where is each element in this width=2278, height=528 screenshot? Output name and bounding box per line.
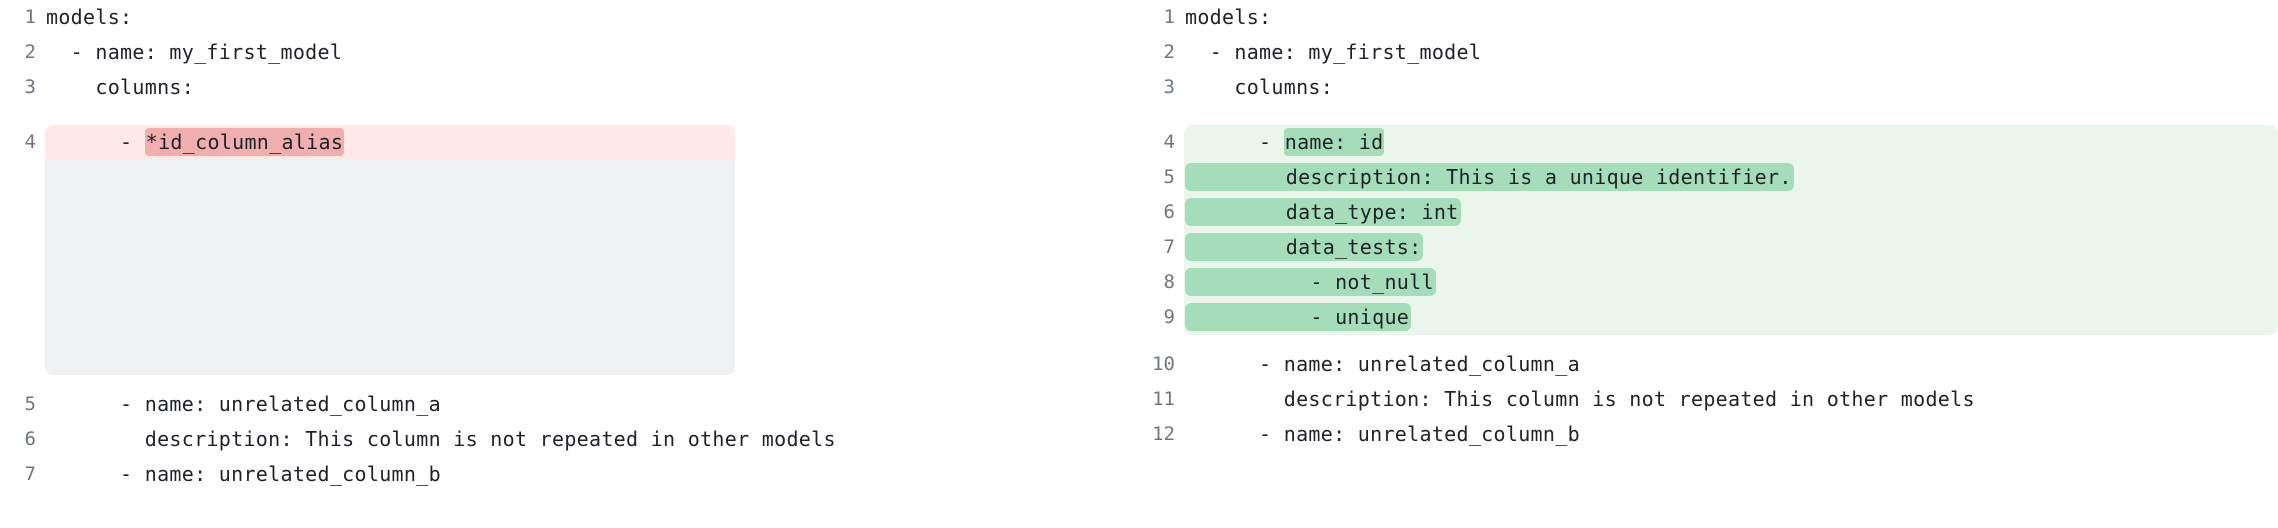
code-line[interactable]: 1 models: — [1139, 0, 2278, 35]
line-number: 2 — [24, 41, 36, 63]
code-text: - name: unrelated_column_a — [46, 392, 441, 416]
line-number: 2 — [1163, 41, 1175, 63]
line-number: 12 — [1152, 423, 1175, 445]
line-number: 6 — [1163, 201, 1175, 223]
added-hunk-background — [1184, 125, 2278, 335]
line-number: 9 — [1163, 306, 1175, 328]
code-text: - name: unrelated_column_b — [1185, 422, 1580, 446]
code-line[interactable]: 11 description: This column is not repea… — [1139, 382, 2278, 417]
line-number: 5 — [1163, 166, 1175, 188]
added-word-highlight: description: This is a unique identifier… — [1185, 163, 1794, 191]
code-line[interactable]: 3 columns: — [1139, 70, 2278, 105]
deleted-hunk-filler — [0, 340, 1139, 375]
code-line[interactable]: 12 - name: unrelated_column_b — [1139, 417, 2278, 452]
line-number: 11 — [1152, 388, 1175, 410]
code-text: - name: my_first_model — [1185, 40, 1482, 64]
deleted-hunk: 4 - *id_column_alias — [0, 125, 1139, 375]
code-line-deleted[interactable]: 4 - *id_column_alias — [0, 125, 1139, 160]
block-spacer — [1139, 335, 2278, 347]
code-text: columns: — [46, 75, 195, 99]
line-number: 8 — [1163, 271, 1175, 293]
code-line-added[interactable]: 6 data_type: int — [1139, 195, 2278, 230]
code-text: - unique — [1175, 300, 1412, 335]
added-word-highlight: data_type: int — [1185, 198, 1461, 226]
line-number: 4 — [24, 131, 36, 153]
code-text: columns: — [1185, 75, 1334, 99]
code-text: models: — [46, 5, 133, 29]
line-number: 3 — [24, 76, 36, 98]
code-line[interactable]: 7 - name: unrelated_column_b — [0, 457, 1139, 492]
code-line-added[interactable]: 4 - name: id — [1139, 125, 2278, 160]
code-line[interactable]: 2 - name: my_first_model — [1139, 35, 2278, 70]
code-text: data_type: int — [1175, 195, 1461, 230]
added-word-highlight: - not_null — [1185, 268, 1436, 296]
line-number: 1 — [1163, 6, 1175, 28]
added-word-highlight: - unique — [1185, 303, 1412, 331]
code-text: - name: unrelated_column_a — [1185, 352, 1580, 376]
code-indent: - — [1185, 130, 1284, 154]
diff-pane-before: 1 models: 2 - name: my_first_model 3 col… — [0, 0, 1139, 492]
code-line[interactable]: 5 - name: unrelated_column_a — [0, 387, 1139, 422]
code-text: - name: my_first_model — [46, 40, 343, 64]
code-line[interactable]: 10 - name: unrelated_column_a — [1139, 347, 2278, 382]
code-text: - name: unrelated_column_b — [46, 462, 441, 486]
code-line[interactable]: 3 columns: — [0, 70, 1139, 105]
added-hunk: 4 - name: id 5 description: This is a un… — [1139, 125, 2278, 335]
code-text: models: — [1185, 5, 1272, 29]
line-number: 7 — [1163, 236, 1175, 258]
code-line[interactable]: 6 description: This column is not repeat… — [0, 422, 1139, 457]
line-number: 5 — [24, 393, 36, 415]
line-number: 3 — [1163, 76, 1175, 98]
added-word-highlight: data_tests: — [1185, 233, 1424, 261]
code-line-added[interactable]: 5 description: This is a unique identifi… — [1139, 160, 2278, 195]
code-text: description: This column is not repeated… — [46, 427, 836, 451]
line-number: 6 — [24, 428, 36, 450]
line-number: 1 — [24, 6, 36, 28]
code-text: - *id_column_alias — [36, 125, 345, 160]
code-text: - name: id — [1175, 125, 1385, 160]
code-text: description: This is a unique identifier… — [1175, 160, 1794, 195]
code-line-added[interactable]: 8 - not_null — [1139, 265, 2278, 300]
deleted-hunk-background — [45, 125, 735, 375]
deleted-word-highlight: *id_column_alias — [144, 128, 345, 156]
code-line-added[interactable]: 9 - unique — [1139, 300, 2278, 335]
diff-pane-after: 1 models: 2 - name: my_first_model 3 col… — [1139, 0, 2278, 528]
code-line-added[interactable]: 7 data_tests: — [1139, 230, 2278, 265]
code-indent: - — [46, 130, 145, 154]
line-number: 4 — [1163, 131, 1175, 153]
added-word-highlight: name: id — [1283, 128, 1385, 156]
code-text: data_tests: — [1175, 230, 1424, 265]
code-line[interactable]: 1 models: — [0, 0, 1139, 35]
block-spacer — [1139, 105, 2278, 125]
line-number: 10 — [1152, 353, 1175, 375]
line-number: 7 — [24, 463, 36, 485]
code-line[interactable]: 2 - name: my_first_model — [0, 35, 1139, 70]
code-text: description: This column is not repeated… — [1185, 387, 1975, 411]
code-text: - not_null — [1175, 265, 1436, 300]
block-spacer — [0, 375, 1139, 387]
block-spacer — [0, 105, 1139, 125]
